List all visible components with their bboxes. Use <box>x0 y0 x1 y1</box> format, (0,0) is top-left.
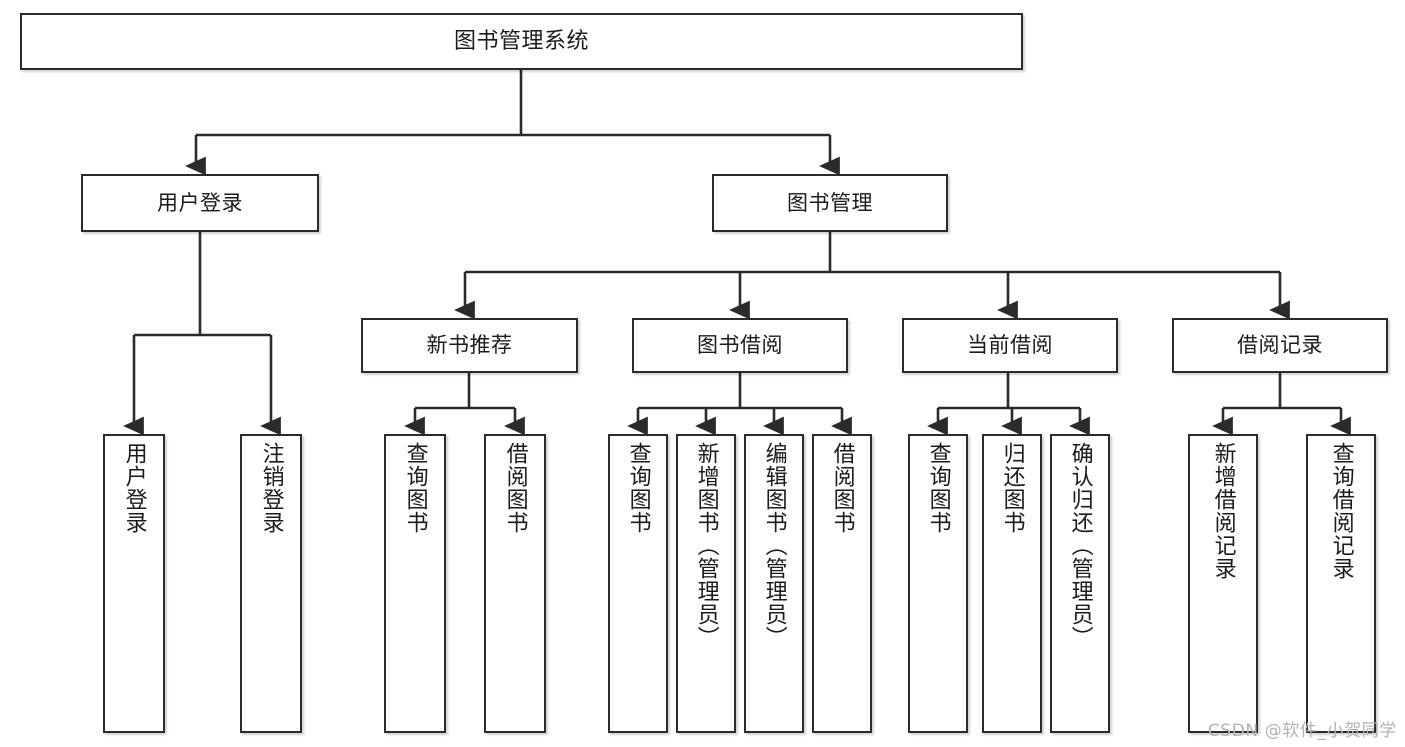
node-user-login[interactable]: 用户登录 <box>81 174 319 232</box>
leaf-edit-book-admin-label: 编辑图书（管理员） <box>761 442 787 649</box>
leaf-query-book-borrow-label: 查询图书 <box>625 442 651 534</box>
node-new-book-recommend-label: 新书推荐 <box>426 333 513 358</box>
leaf-borrow-book[interactable]: 借阅图书 <box>812 434 872 733</box>
node-current-borrow-label: 当前借阅 <box>967 333 1053 358</box>
leaf-edit-book-admin[interactable]: 编辑图书（管理员） <box>744 434 804 733</box>
leaf-user-login-label: 用户登录 <box>121 442 147 534</box>
leaf-add-book-admin-label: 新增图书（管理员） <box>693 442 719 649</box>
node-book-borrow[interactable]: 图书借阅 <box>632 318 848 373</box>
leaf-return-book[interactable]: 归还图书 <box>982 434 1042 733</box>
node-book-management-label: 图书管理 <box>787 190 873 215</box>
leaf-query-borrow-record[interactable]: 查询借阅记录 <box>1306 434 1376 733</box>
leaf-query-book-borrow[interactable]: 查询图书 <box>608 434 668 733</box>
node-current-borrow[interactable]: 当前借阅 <box>902 318 1118 373</box>
node-new-book-recommend[interactable]: 新书推荐 <box>361 318 578 373</box>
leaf-borrow-book-recommend-label: 借阅图书 <box>502 442 528 534</box>
leaf-query-book-recommend[interactable]: 查询图书 <box>384 434 446 733</box>
node-user-login-label: 用户登录 <box>157 190 243 215</box>
leaf-add-borrow-record-label: 新增借阅记录 <box>1210 442 1236 580</box>
node-root[interactable]: 图书管理系统 <box>20 13 1023 70</box>
node-book-management[interactable]: 图书管理 <box>712 174 948 232</box>
node-root-label: 图书管理系统 <box>453 28 589 54</box>
leaf-confirm-return-admin-label: 确认归还（管理员） <box>1067 442 1093 649</box>
leaf-borrow-book-recommend[interactable]: 借阅图书 <box>484 434 546 733</box>
leaf-user-login[interactable]: 用户登录 <box>103 434 165 733</box>
node-borrow-record-label: 借阅记录 <box>1237 333 1323 358</box>
leaf-query-borrow-record-label: 查询借阅记录 <box>1328 442 1354 580</box>
node-book-borrow-label: 图书借阅 <box>697 333 783 358</box>
node-borrow-record[interactable]: 借阅记录 <box>1172 318 1388 373</box>
leaf-borrow-book-label: 借阅图书 <box>829 442 855 534</box>
leaf-return-book-label: 归还图书 <box>999 442 1025 534</box>
leaf-add-book-admin[interactable]: 新增图书（管理员） <box>676 434 736 733</box>
leaf-logout-label: 注销登录 <box>258 442 284 534</box>
leaf-query-book-current[interactable]: 查询图书 <box>908 434 968 733</box>
leaf-logout[interactable]: 注销登录 <box>240 434 302 733</box>
watermark: CSDN @软件_小贺同学 <box>1207 721 1397 741</box>
leaf-query-book-recommend-label: 查询图书 <box>402 442 428 534</box>
leaf-confirm-return-admin[interactable]: 确认归还（管理员） <box>1050 434 1110 733</box>
leaf-add-borrow-record[interactable]: 新增借阅记录 <box>1188 434 1258 733</box>
leaf-query-book-current-label: 查询图书 <box>925 442 951 534</box>
